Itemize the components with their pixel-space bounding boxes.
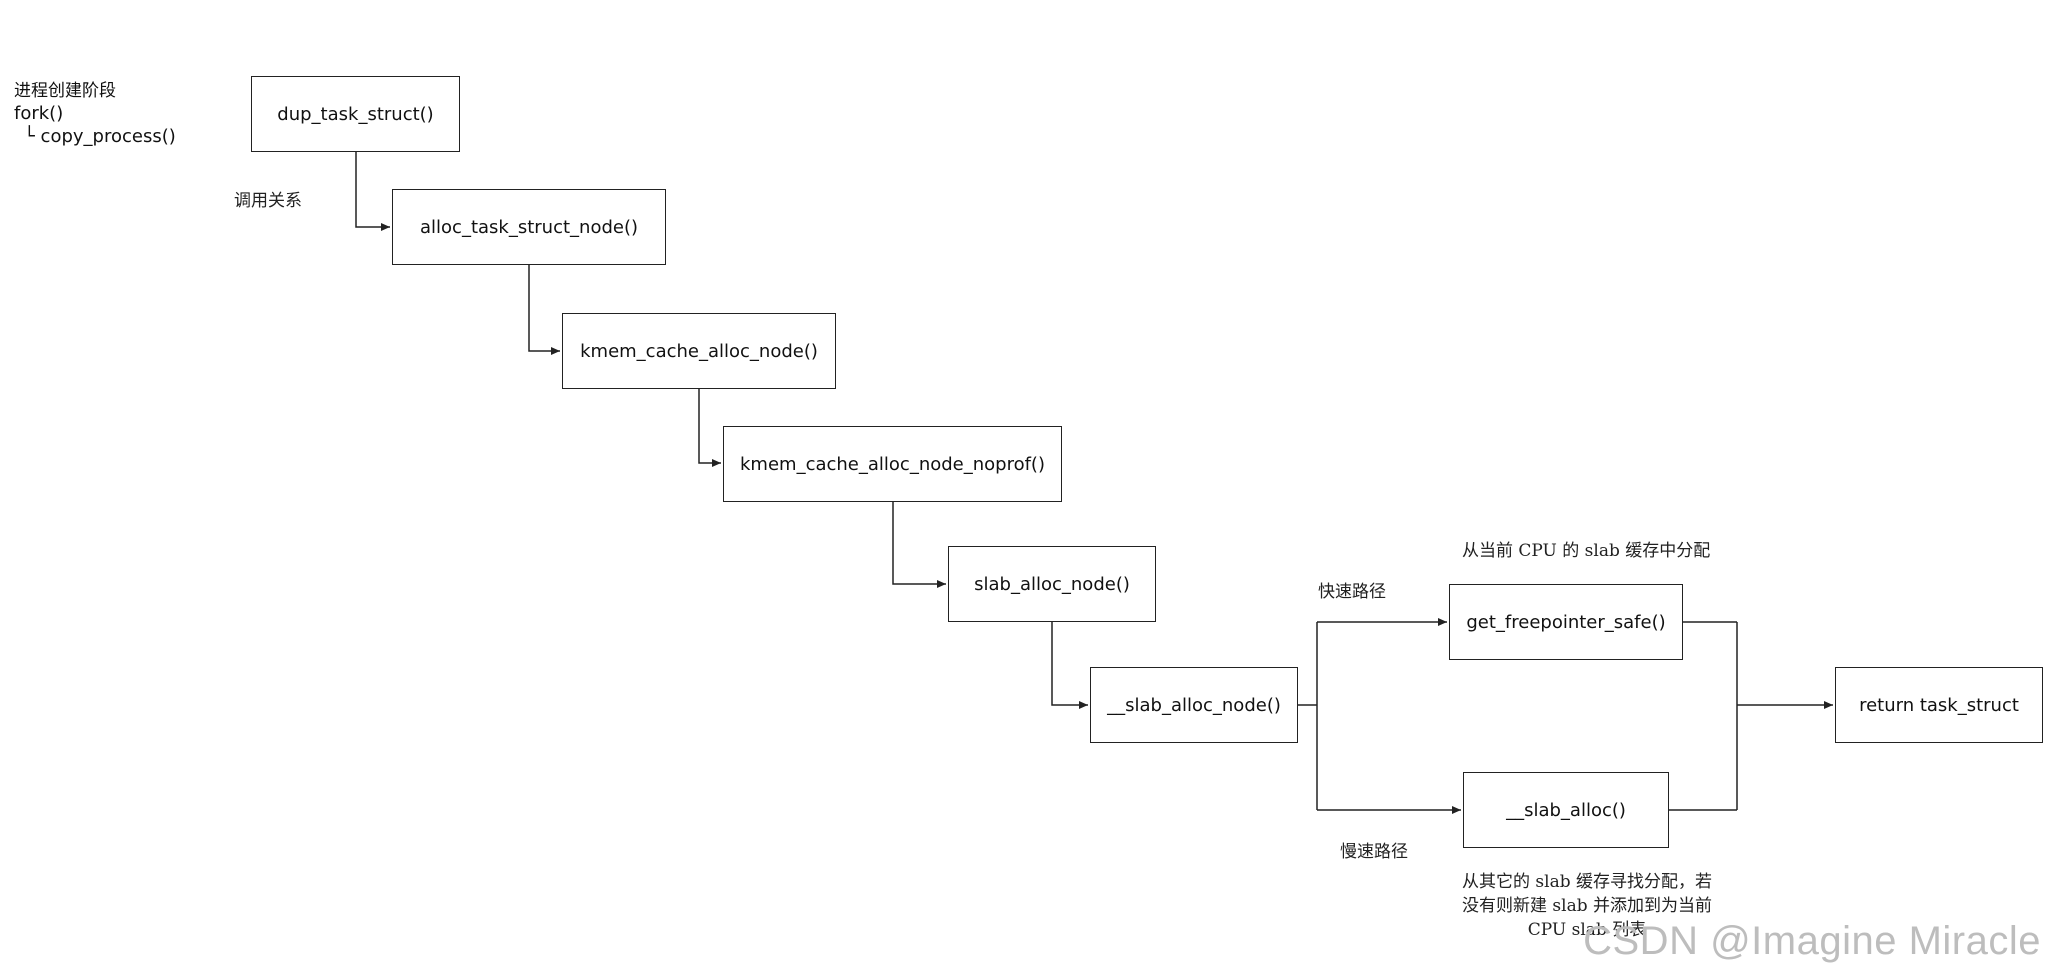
- edge-kmem-to-noprof: [698, 389, 721, 467]
- node-__slab-alloc: __slab_alloc(): [1463, 772, 1669, 848]
- header-title: 进程创建阶段: [14, 81, 116, 101]
- edge-noprof-to-slab: [892, 502, 946, 588]
- node-dup-task-struct: dup_task_struct(): [251, 76, 460, 152]
- slow-desc-line-2: 没有则新建 slab 并添加到为当前: [1462, 896, 1712, 916]
- fast-path-description: 从当前 CPU 的 slab 缓存中分配: [1462, 541, 1711, 561]
- header-fork: fork(): [14, 103, 64, 124]
- node-get-freepointer-safe: get_freepointer_safe(): [1449, 584, 1683, 660]
- header-copy-process: └ copy_process(): [24, 126, 176, 147]
- edge-slab-to-__slab: [1051, 622, 1088, 709]
- slow-desc-line-1: 从其它的 slab 缓存寻找分配，若: [1462, 872, 1712, 892]
- node-alloc-task-struct-node: alloc_task_struct_node(): [392, 189, 666, 265]
- slow-desc-line-3: CPU slab 列表: [1527, 920, 1647, 940]
- slow-path-description: 从其它的 slab 缓存寻找分配，若 没有则新建 slab 并添加到为当前 CP…: [1452, 870, 1722, 942]
- slow-path-label: 慢速路径: [1340, 842, 1408, 862]
- call-relation-label: 调用关系: [234, 191, 302, 211]
- header-block: 进程创建阶段 fork() └ copy_process(): [14, 80, 176, 148]
- watermark: CSDN @Imagine Miracle: [1583, 919, 2041, 963]
- node-slab-alloc-node: slab_alloc_node(): [948, 546, 1156, 622]
- fast-path-label: 快速路径: [1318, 582, 1386, 602]
- edge-dup-to-alloc: [355, 152, 390, 231]
- node-__slab-alloc-node: __slab_alloc_node(): [1090, 667, 1298, 743]
- node-kmem-cache-alloc-node: kmem_cache_alloc_node(): [562, 313, 836, 389]
- edge-alloc-to-kmem: [528, 265, 560, 355]
- node-kmem-cache-alloc-node-noprof: kmem_cache_alloc_node_noprof(): [723, 426, 1062, 502]
- node-return-task-struct: return task_struct: [1835, 667, 2043, 743]
